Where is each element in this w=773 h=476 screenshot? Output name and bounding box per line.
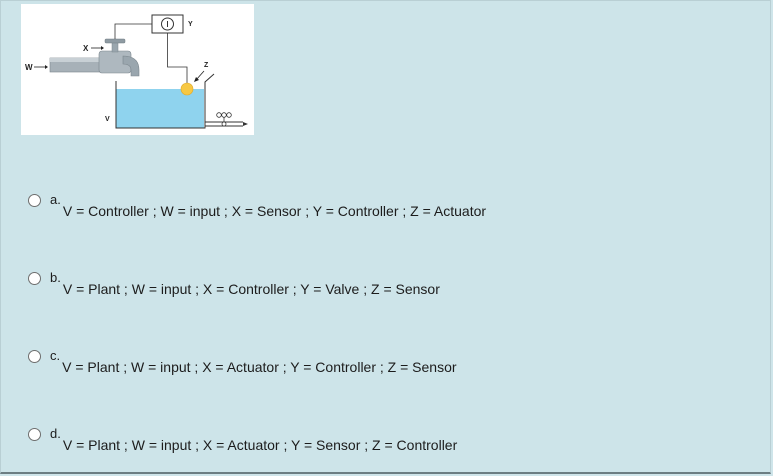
arrow-x-head bbox=[101, 46, 104, 50]
radio-c[interactable] bbox=[28, 350, 41, 363]
label-x: X bbox=[83, 44, 89, 53]
option-letter-b: b. bbox=[50, 270, 61, 285]
outlet-valve-wheel-1 bbox=[216, 112, 222, 118]
arrow-z-head bbox=[194, 77, 199, 82]
option-letter-c: c. bbox=[50, 348, 61, 363]
label-v: V bbox=[105, 116, 110, 123]
option-text-d: V = Plant ; W = input ; X = Actuator ; Y… bbox=[62, 437, 458, 453]
float-sensor bbox=[180, 82, 194, 96]
label-z: Z bbox=[204, 62, 209, 69]
valve-handle bbox=[104, 38, 126, 44]
option-text-a: V = Controller ; W = input ; X = Sensor … bbox=[62, 203, 487, 219]
outlet-valve-body bbox=[221, 121, 227, 127]
option-letter-d: d. bbox=[50, 426, 61, 441]
control-wire bbox=[114, 23, 152, 39]
radio-b[interactable] bbox=[28, 272, 41, 285]
water-tank-diagram: W X Y Z bbox=[21, 4, 254, 135]
label-w: W bbox=[25, 63, 33, 72]
option-d[interactable]: d. V = Plant ; W = input ; X = Actuator … bbox=[28, 427, 457, 453]
pipe-highlight bbox=[50, 58, 120, 62]
faucet-spout bbox=[122, 55, 140, 77]
radio-a[interactable] bbox=[28, 194, 41, 207]
radio-d[interactable] bbox=[28, 428, 41, 441]
water bbox=[116, 89, 204, 128]
option-text-c: V = Plant ; W = input ; X = Actuator ; Y… bbox=[62, 359, 457, 375]
option-letter-a: a. bbox=[50, 192, 61, 207]
outlet-arrow bbox=[243, 122, 248, 126]
diagram-svg: W X Y Z bbox=[25, 14, 248, 129]
outlet-valve-wheel-3 bbox=[226, 112, 232, 118]
option-c[interactable]: c. V = Plant ; W = input ; X = Actuator … bbox=[28, 349, 457, 375]
label-y: Y bbox=[188, 21, 193, 28]
outlet-valve-wheel-2 bbox=[221, 112, 227, 118]
option-b[interactable]: b. V = Plant ; W = input ; X = Controlle… bbox=[28, 271, 440, 297]
option-text-b: V = Plant ; W = input ; X = Controller ;… bbox=[62, 281, 440, 297]
option-a[interactable]: a. V = Controller ; W = input ; X = Sens… bbox=[28, 193, 486, 219]
sensor-wire bbox=[167, 33, 188, 86]
arrow-w-head bbox=[45, 65, 48, 69]
tank-walls bbox=[115, 73, 215, 129]
